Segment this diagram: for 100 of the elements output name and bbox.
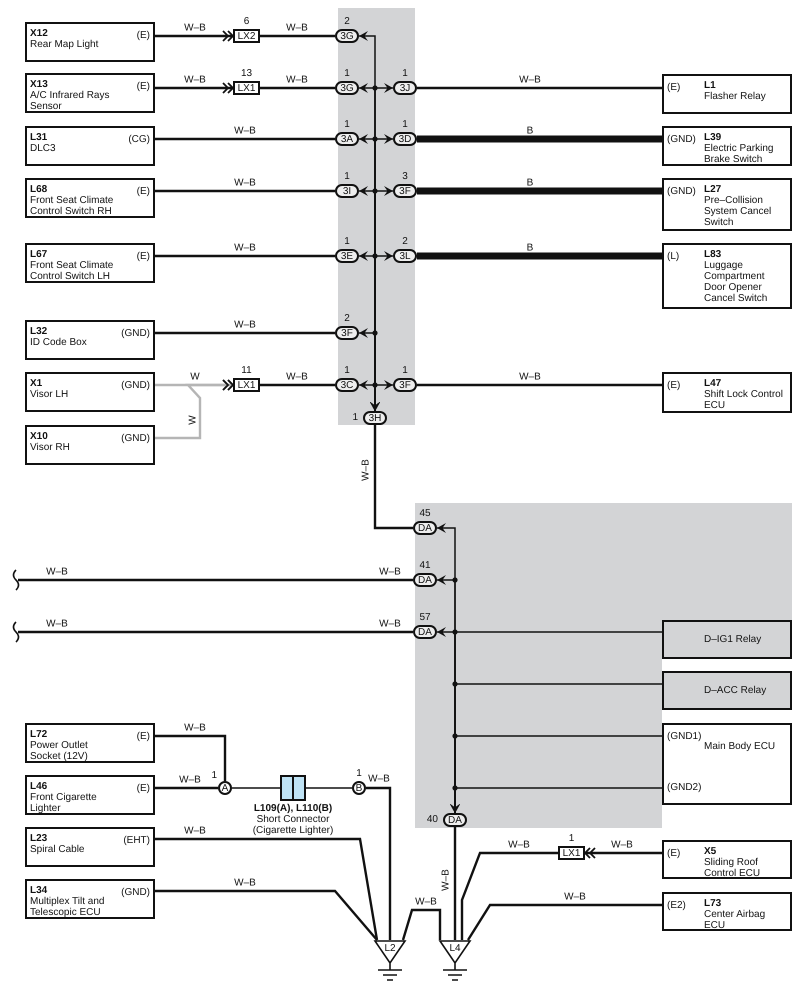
connector-code: B: [356, 782, 362, 794]
component-box: [25, 126, 155, 166]
wire-color-label: W–B: [440, 868, 452, 892]
wire: [460, 852, 558, 940]
pin-number: 1: [343, 119, 351, 130]
connector-code: DA: [418, 574, 432, 586]
connector-code: 3I: [342, 186, 352, 196]
component-box: [25, 178, 155, 218]
inline-connector: [558, 846, 585, 860]
thick-wire: [417, 252, 662, 260]
component-code: X1: [30, 378, 42, 389]
wire-color-label: W–B: [518, 372, 542, 382]
wire: [155, 254, 335, 258]
component-name: Visor LH: [30, 389, 70, 400]
component-code: L73: [704, 898, 722, 909]
component-box: [25, 320, 155, 360]
pin-number: 57: [418, 612, 432, 623]
connector-code: 3H: [368, 412, 382, 424]
component-box: [25, 879, 155, 919]
wire-color-label: W–B: [178, 774, 202, 786]
pin-label: (GND): [121, 328, 150, 339]
component-code: L31: [30, 132, 48, 143]
wire-color-label: W–B: [378, 618, 402, 630]
terminal-circle: [218, 781, 232, 795]
component-box: [662, 892, 792, 931]
wire: [374, 425, 413, 530]
pin-label: (E): [136, 81, 150, 92]
component-name: Spiral Cable: [30, 844, 86, 855]
wire: [155, 734, 226, 781]
wire-color-label: W–B: [360, 458, 372, 482]
component-name: Rear Map Light: [30, 39, 100, 50]
component-name: Flasher Relay: [704, 91, 767, 102]
wire-color-label: W–B: [183, 22, 207, 34]
connector-code: 3L: [399, 250, 411, 262]
relay-box: [662, 620, 792, 659]
thick-wire: [417, 136, 662, 142]
connector-code: 3F: [399, 186, 411, 196]
pin-label: (GND): [121, 887, 150, 898]
wire: [155, 190, 335, 192]
component-name: Power Outlet Socket (12V): [30, 740, 89, 762]
wire: [18, 630, 413, 634]
wire-color-label: W–B: [285, 372, 309, 382]
wire: [155, 786, 218, 790]
connector-code: 3A: [340, 134, 354, 144]
component-code: L1: [704, 80, 716, 91]
component-code: X13: [30, 79, 48, 90]
wire-color-label: W–B: [610, 840, 634, 850]
component-box: [662, 126, 792, 166]
component-code: L67: [30, 249, 48, 260]
pin-number: 40: [426, 814, 439, 825]
pin-label: (GND2): [667, 782, 702, 793]
pin-number: 2: [343, 16, 351, 27]
pin-number: 1: [343, 68, 351, 79]
pin-label: (GND): [667, 134, 696, 145]
component-code: L46: [30, 781, 48, 792]
terminal-circle: [352, 781, 366, 795]
wire: [450, 787, 662, 813]
pin-label: (E): [136, 251, 150, 262]
inline-connector: [233, 81, 260, 95]
connector-code: 3G: [340, 30, 354, 42]
wire-color-label: W–B: [233, 178, 257, 188]
component-code: L83: [704, 249, 722, 260]
wire: [260, 86, 335, 90]
component-code: L34: [30, 885, 48, 896]
wire: [466, 904, 662, 941]
component-box: [25, 372, 155, 412]
component-box: [662, 372, 792, 413]
pin-label: (GND): [121, 433, 150, 444]
connector-code: DA: [418, 626, 432, 638]
component-box: [25, 22, 155, 62]
pin-number: 11: [240, 365, 253, 376]
wire-color-label: W–B: [233, 242, 257, 254]
wire-color-label: W–B: [233, 320, 257, 330]
wire-color-label: W: [189, 372, 201, 382]
connector-code: DA: [448, 814, 462, 826]
wire: [306, 787, 352, 789]
inline-connector: [233, 378, 260, 392]
pin-label: (GND1): [667, 731, 702, 742]
wire: [155, 890, 378, 941]
pin-number: 1: [343, 236, 351, 247]
component-code: L47: [704, 378, 722, 389]
wire-color-label: W–B: [45, 566, 69, 578]
connector-code: LX1: [562, 848, 580, 858]
pin-number: 1: [355, 768, 363, 779]
pin-number: 1: [401, 68, 409, 79]
component-code: X5: [704, 846, 716, 857]
wire: [402, 908, 442, 940]
wire-color-label: W: [188, 414, 198, 426]
pin-label: (CG): [128, 134, 150, 145]
pin-label: (L): [667, 251, 680, 262]
wire-color-label: W–B: [414, 896, 438, 908]
connector-code: 3C: [340, 380, 354, 390]
connector-code: 3D: [398, 134, 412, 144]
connector-code: 3F: [341, 328, 353, 338]
pin-number: 1: [351, 412, 359, 423]
connector-code: A: [222, 782, 228, 794]
wire: [155, 138, 335, 140]
component-box: [662, 243, 792, 309]
connector-code: LX1: [238, 82, 256, 94]
pin-label: (E2): [667, 900, 686, 911]
